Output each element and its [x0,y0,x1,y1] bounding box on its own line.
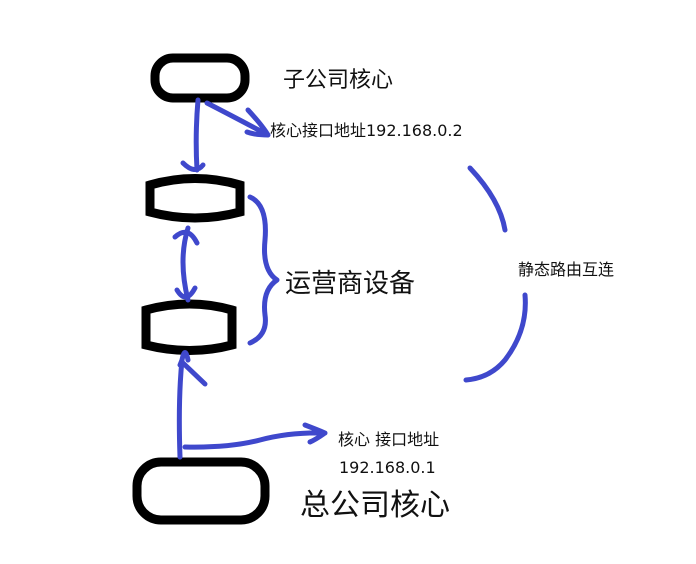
carrier-device-top [145,174,245,223]
branch-core-device [150,53,250,103]
static-route-label: 静态路由互连 [518,260,615,279]
carrier-label: 运营商设备 [285,269,416,299]
static-route-arc [463,165,528,383]
arrow-branch-iface [204,100,271,138]
branch-interface-label: 核心接口地址192.168.0.2 [270,121,463,140]
branch-core-label: 子公司核心 [283,68,394,93]
arrow-carrier-link [172,225,200,303]
carrier-device-bottom [141,299,237,355]
arrow-hq-to-carrier [176,350,208,460]
hq-ip-label: 192.168.0.1 [339,458,436,477]
hq-core-device [132,457,270,525]
carrier-brace [247,194,280,346]
hq-core-label: 总公司核心 [300,488,450,523]
hq-interface-label: 核心 接口地址 [338,430,440,449]
arrow-branch-to-carrier [180,97,206,173]
arrow-hq-iface [182,422,328,450]
